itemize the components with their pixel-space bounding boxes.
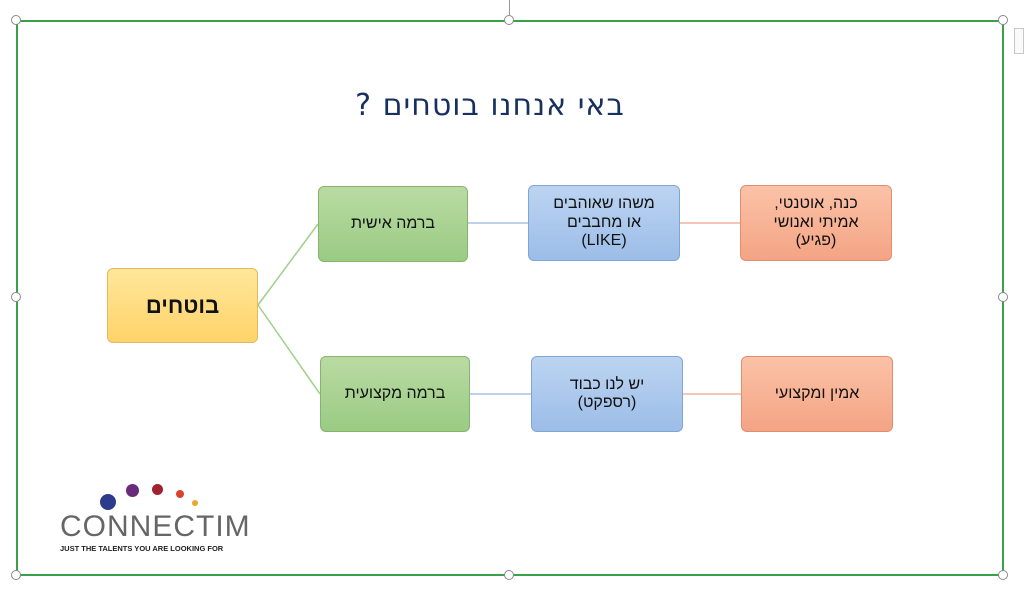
node-honest-authentic[interactable]: כנה, אוטנטי, אמיתי ואנושי (פגיע): [740, 185, 892, 261]
resize-handle-top[interactable]: [504, 15, 514, 25]
resize-handle-right[interactable]: [998, 292, 1008, 302]
logo-dot-3: [152, 484, 163, 495]
resize-handle-bottom-right[interactable]: [998, 570, 1008, 580]
logo-dot-2: [126, 484, 139, 497]
logo-dot-1: [100, 494, 116, 510]
node-reliable-professional[interactable]: אמין ומקצועי: [741, 356, 893, 432]
logo-dot-5: [192, 500, 198, 506]
node-professional-level[interactable]: ברמה מקצועית: [320, 356, 470, 432]
node-liked[interactable]: משהו שאוהבים או מחבבים (LIKE): [528, 185, 680, 261]
node-respect[interactable]: יש לנו כבוד (רספקט): [531, 356, 683, 432]
root-node-trust[interactable]: בוטחים: [107, 268, 258, 343]
resize-handle-top-left[interactable]: [11, 15, 21, 25]
logo-wordmark: CONNECTIM: [60, 510, 251, 543]
resize-handle-left[interactable]: [11, 292, 21, 302]
rotate-handle-line: [509, 0, 510, 15]
resize-handle-top-right[interactable]: [998, 15, 1008, 25]
connectim-logo: CONNECTIM JUST THE TALENTS YOU ARE LOOKI…: [60, 478, 250, 558]
logo-tagline: JUST THE TALENTS YOU ARE LOOKING FOR: [60, 544, 224, 553]
slide-title: באי אנחנו בוטחים ?: [355, 88, 625, 123]
resize-handle-bottom[interactable]: [504, 570, 514, 580]
connector-root-personal: [257, 223, 319, 306]
node-personal-level[interactable]: ברמה אישית: [318, 186, 468, 262]
resize-handle-bottom-left[interactable]: [11, 570, 21, 580]
connector-root-professional: [257, 304, 321, 395]
logo-dot-4: [176, 490, 184, 498]
